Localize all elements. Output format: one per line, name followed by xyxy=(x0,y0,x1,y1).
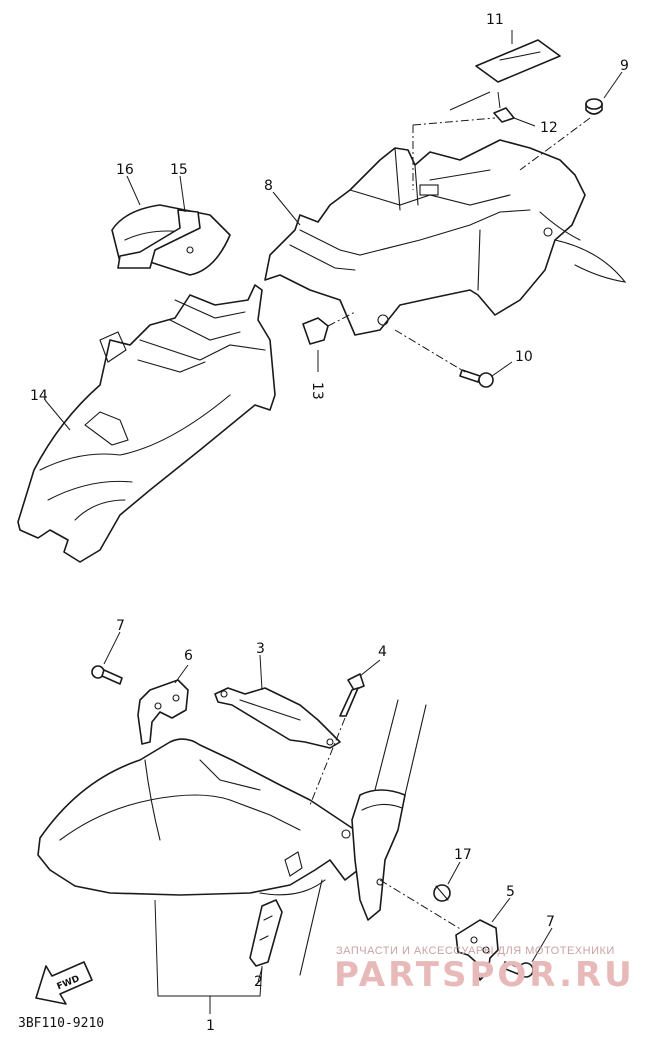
callout-15: 15 xyxy=(170,162,188,178)
rear-fender-part-14[interactable] xyxy=(17,284,276,563)
nut-part-9[interactable] xyxy=(585,98,603,115)
bracket-part-6[interactable] xyxy=(137,679,189,745)
callout-6: 6 xyxy=(184,648,193,664)
callout-7-upper: 7 xyxy=(116,618,125,634)
watermark-caption: ЗАПЧАСТИ И АКСЕССУАРЫ ДЛЯ МОТОТЕХНИКИ xyxy=(336,945,615,957)
brace-part-3[interactable] xyxy=(214,687,341,749)
bolt-part-10[interactable] xyxy=(459,369,494,388)
reflector-part-2[interactable] xyxy=(249,899,283,967)
callout-11: 13 xyxy=(309,382,325,400)
bolt-part-4[interactable] xyxy=(339,673,365,717)
clip-part-13[interactable] xyxy=(493,107,515,123)
callout-17: 17 xyxy=(454,847,472,863)
callout-16: 16 xyxy=(116,162,134,178)
front-fender-part-1[interactable] xyxy=(37,738,359,896)
watermark-brand: PARTSPOR.RU xyxy=(334,955,635,995)
callout-12: 11 xyxy=(486,12,504,28)
rear-bracket-part-8[interactable] xyxy=(264,139,627,336)
watermark: ЗАПЧАСТИ И АКСЕССУАРЫ ДЛЯ МОТОТЕХНИКИ PA… xyxy=(334,945,635,995)
fwd-direction-arrow: FWD xyxy=(35,961,93,1005)
callout-3: 3 xyxy=(256,641,265,657)
callout-1: 1 xyxy=(206,1018,215,1034)
bolt-part-7-lower[interactable] xyxy=(502,961,534,978)
cap-part-17[interactable] xyxy=(433,884,451,902)
callout-8: 8 xyxy=(264,178,273,194)
callout-7-lower: 7 xyxy=(546,914,555,930)
callout-9: 9 xyxy=(620,58,629,74)
bracket-part-5[interactable] xyxy=(455,919,499,981)
callout-5: 5 xyxy=(506,884,515,900)
strap-part-15[interactable] xyxy=(117,209,201,269)
plate-part-12[interactable] xyxy=(475,39,561,83)
callout-4: 4 xyxy=(378,644,387,660)
bolt-part-7-upper[interactable] xyxy=(91,665,123,685)
clip-part-11[interactable] xyxy=(302,317,329,345)
callout-13: 12 xyxy=(540,120,558,136)
callout-14: 14 xyxy=(30,388,48,404)
callout-10: 10 xyxy=(515,349,533,365)
leader-lines xyxy=(44,30,623,1014)
drawing-code: 3BF110-9210 xyxy=(18,1016,104,1031)
callout-labels: 11 9 12 16 15 8 10 13 14 7 6 3 4 17 5 7 … xyxy=(30,12,629,1034)
callout-2: 2 xyxy=(254,974,263,990)
